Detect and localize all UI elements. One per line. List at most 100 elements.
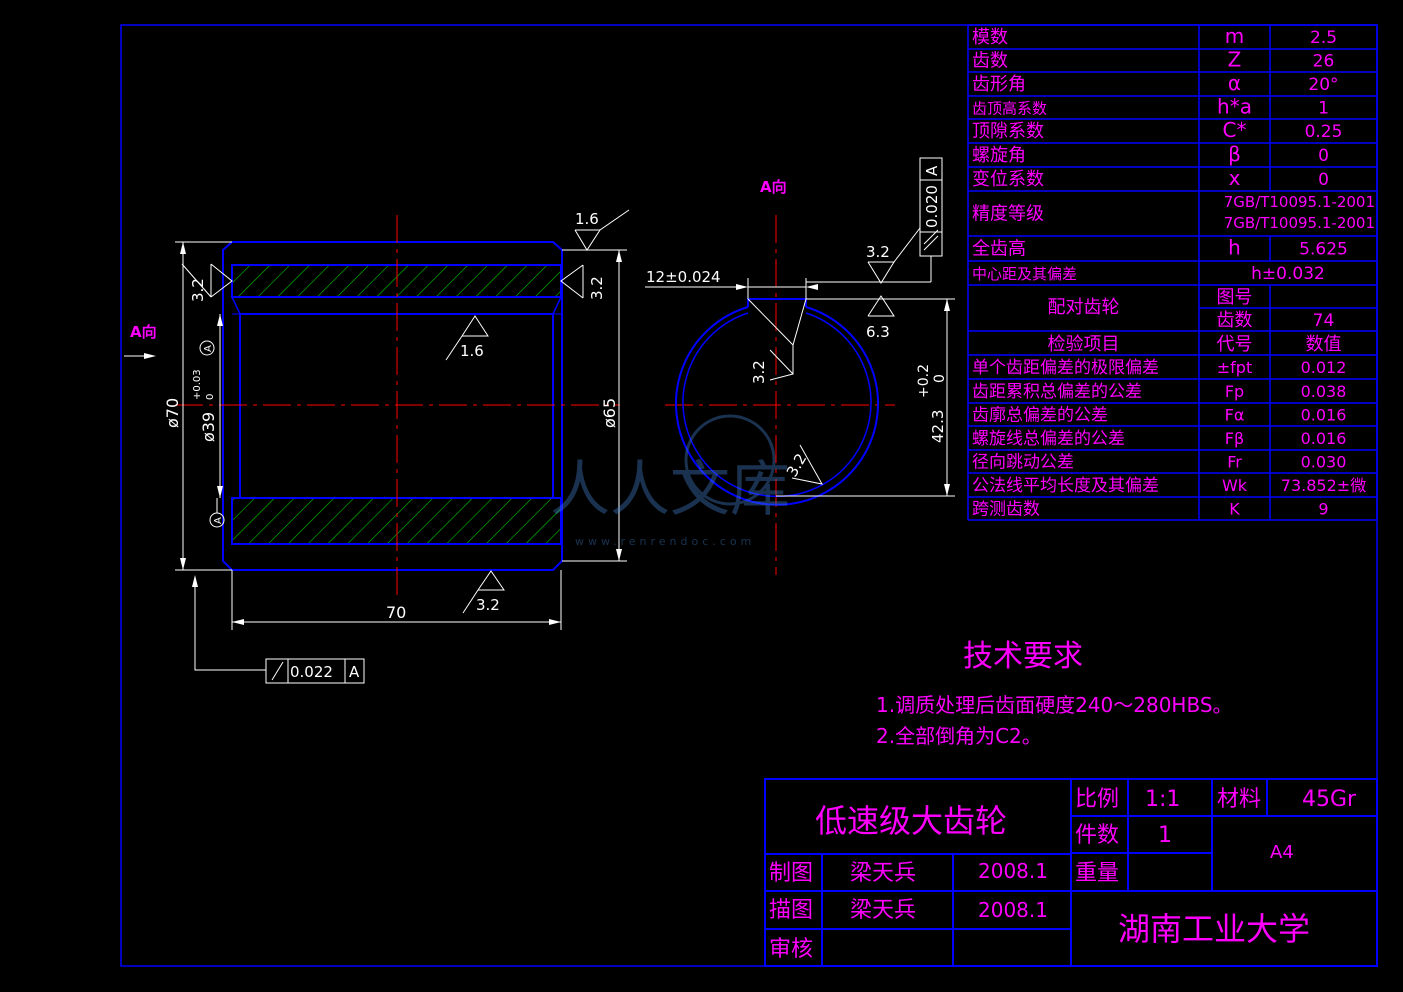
param-value: 0 <box>1318 146 1329 166</box>
finish-keyway-side: 3.2 <box>750 360 768 384</box>
drawing-name: 低速级大齿轮 <box>815 802 1007 840</box>
param-value: 0.25 <box>1305 122 1343 142</box>
finish-bore: 1.6 <box>460 342 484 360</box>
param-value: 7GB/T10095.1-2001 <box>1224 214 1375 232</box>
inspection-symbol: ±fpt <box>1217 358 1252 377</box>
inspection-label: 齿廓总偏差的公差 <box>972 406 1108 426</box>
param-symbol: α <box>1228 71 1241 95</box>
drawn-name: 梁天兵 <box>850 861 916 886</box>
watermark-text: 人人文库 <box>550 455 790 525</box>
inspection-value: 0.016 <box>1301 429 1347 448</box>
section-view: ø70 ø39 +0.03 0 A A ø65 70 1.6 <box>124 209 630 684</box>
dim-pitch-diameter: ø65 <box>600 398 619 428</box>
tech-requirement-item: 2.全部倒角为C2。 <box>876 724 1042 748</box>
finish-left-face: 3.2 <box>189 278 207 302</box>
param-value: 5.625 <box>1299 240 1348 260</box>
mating-gear-row-name: 图号 <box>1217 287 1253 308</box>
inspection-label: 齿距累积总偏差的公差 <box>972 382 1142 402</box>
param-symbol: β <box>1228 142 1241 166</box>
traced-label: 描图 <box>769 898 813 923</box>
inspection-symbol: Wk <box>1222 476 1248 495</box>
param-label: 模数 <box>972 27 1008 48</box>
param-label: 全齿高 <box>972 239 1026 260</box>
dim-keyway-tol-upper: +0.2 <box>916 364 932 398</box>
material-value: 45Gr <box>1302 787 1357 812</box>
scale-value: 1:1 <box>1145 787 1180 812</box>
param-label: 齿数 <box>972 51 1008 72</box>
dim-bore-tol-lower: 0 <box>205 394 216 400</box>
inspection-label: 跨测齿数 <box>972 500 1040 520</box>
inspection-header-symbol: 代号 <box>1217 334 1253 355</box>
inspection-value: 9 <box>1318 500 1328 519</box>
param-label: 齿顶高系数 <box>972 100 1047 118</box>
param-symbol: h <box>1228 236 1241 260</box>
finish-right-face: 3.2 <box>588 276 606 300</box>
dim-bore-diameter: ø39 <box>199 412 218 442</box>
dim-outer-diameter: ø70 <box>163 398 182 428</box>
dim-length: 70 <box>386 603 406 622</box>
param-label: 中心距及其偏差 <box>972 265 1077 283</box>
datum-marker-a: A <box>213 517 224 524</box>
datum-marker-e: A <box>203 345 214 352</box>
finish-keyway-bottom: 6.3 <box>866 323 890 341</box>
inspection-symbol: Fr <box>1227 453 1242 472</box>
param-label: 螺旋角 <box>972 145 1026 166</box>
param-value: 1 <box>1318 99 1329 119</box>
inspection-label: 螺旋线总偏差的公差 <box>972 429 1125 449</box>
runout-tolerance-datum: A <box>349 663 360 681</box>
param-value: 26 <box>1313 52 1335 72</box>
inspection-label: 公法线平均长度及其偏差 <box>972 476 1159 496</box>
tech-requirements-title: 技术要求 <box>963 639 1083 674</box>
view-label-left: A向 <box>130 323 157 341</box>
organization: 湖南工业大学 <box>1118 910 1310 948</box>
material-label: 材料 <box>1217 787 1261 812</box>
param-label: 变位系数 <box>972 169 1044 190</box>
mating-gear-row-name: 齿数 <box>1217 310 1253 331</box>
scale-label: 比例 <box>1075 787 1119 812</box>
inspection-value: 73.852±微 <box>1281 476 1366 495</box>
title-block: 低速级大齿轮 比例 1:1 材料 45Gr 件数 1 A4 重量 制图 梁天兵 … <box>764 778 1378 967</box>
inspection-symbol: Fα <box>1225 406 1245 425</box>
param-value: h±0.032 <box>1251 264 1325 284</box>
param-symbol: h*a <box>1217 95 1252 119</box>
technical-requirements: 技术要求 1.调质处理后齿面硬度240～280HBS。 2.全部倒角为C2。 <box>876 639 1233 748</box>
drawn-date: 2008.1 <box>978 859 1048 883</box>
parallel-tolerance-datum: A <box>923 165 941 176</box>
finish-keyway-top: 3.2 <box>866 243 890 261</box>
traced-date: 2008.1 <box>978 898 1048 922</box>
param-label: 精度等级 <box>972 204 1044 225</box>
dim-keyway-width: 12±0.024 <box>646 268 721 286</box>
dim-bore-tol-upper: +0.03 <box>192 369 203 400</box>
traced-name: 梁天兵 <box>850 898 916 923</box>
parallel-tolerance-value: 0.020 <box>923 185 941 228</box>
param-symbol: C* <box>1223 118 1247 142</box>
inspection-value: 0.030 <box>1301 453 1347 472</box>
param-value: 7GB/T10095.1-2001 <box>1224 193 1375 211</box>
mating-gear-label: 配对齿轮 <box>1048 297 1120 318</box>
watermark-url: www.renrendoc.com <box>575 535 755 548</box>
inspection-value: 0.012 <box>1301 358 1347 377</box>
param-value: 2.5 <box>1310 28 1337 48</box>
inspection-label: 径向跳动公差 <box>972 453 1074 473</box>
watermark: 人人文库 www.renrendoc.com <box>550 414 790 548</box>
tech-requirement-item: 1.调质处理后齿面硬度240～280HBS。 <box>876 693 1233 717</box>
inspection-label: 单个齿距偏差的极限偏差 <box>972 358 1159 378</box>
quantity-value: 1 <box>1158 823 1172 848</box>
param-value: 0 <box>1318 170 1329 190</box>
finish-top-face: 1.6 <box>575 210 599 228</box>
view-label-top: A向 <box>760 178 787 196</box>
inspection-symbol: Fp <box>1225 382 1244 401</box>
dim-keyway-tol-lower: 0 <box>932 374 948 383</box>
finish-bottom: 3.2 <box>476 596 500 614</box>
inspection-value: 0.016 <box>1301 406 1347 425</box>
end-view: A向 12±0.024 42.3 +0.2 0 3.2 <box>645 157 955 575</box>
param-label: 顶隙系数 <box>972 121 1044 142</box>
param-symbol: m <box>1225 24 1244 48</box>
sheet-size: A4 <box>1270 842 1294 863</box>
mating-gear-row-value: 74 <box>1313 311 1335 331</box>
quantity-label: 件数 <box>1075 823 1119 848</box>
inspection-header-value: 数值 <box>1306 334 1342 355</box>
dim-keyway-depth: 42.3 <box>929 410 947 443</box>
runout-tolerance-value: 0.022 <box>290 663 333 681</box>
